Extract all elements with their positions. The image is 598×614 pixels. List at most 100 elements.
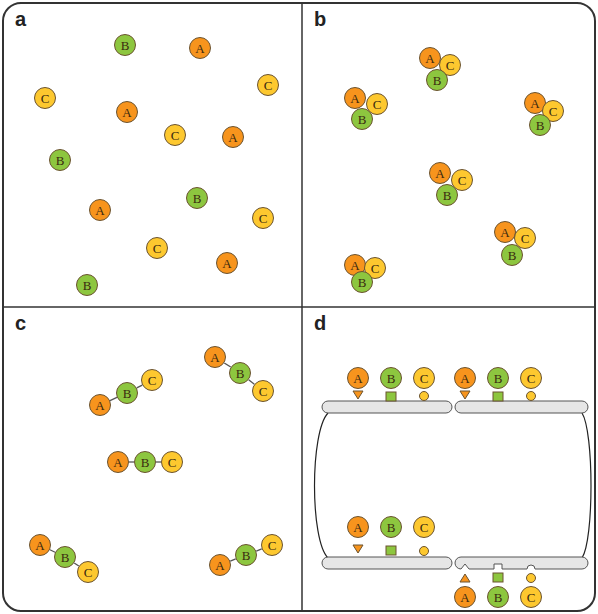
protein-circle: A xyxy=(494,221,516,243)
bond-line xyxy=(50,550,55,552)
protein-letter: B xyxy=(536,119,545,132)
figure-panel: cABCABCABCABCABC xyxy=(3,307,302,611)
protein-letter: A xyxy=(215,559,224,572)
protein-letter: A xyxy=(35,539,44,552)
protein-circle: A xyxy=(107,451,129,473)
protein-circle: A xyxy=(204,346,226,368)
protein-circle: C xyxy=(146,237,168,259)
protein-letter: A xyxy=(195,42,204,55)
bond-line xyxy=(129,461,134,462)
bond-line xyxy=(230,559,235,561)
protein-circle: B xyxy=(54,546,76,568)
protein-letter: A xyxy=(530,97,539,110)
square-receptor xyxy=(386,392,396,401)
protein-circle: B xyxy=(501,244,523,266)
bond-line xyxy=(137,385,142,388)
protein-letter: C xyxy=(268,539,277,552)
protein-circle: A xyxy=(454,586,476,608)
protein-letter: C xyxy=(41,92,50,105)
triangle-ligand xyxy=(460,574,470,582)
protein-letter: C xyxy=(153,242,162,255)
figure-panel: dABCABCABCABC xyxy=(302,307,595,611)
square-ligand xyxy=(493,573,503,582)
protein-letter: B xyxy=(443,189,452,202)
protein-letter: A xyxy=(95,204,104,217)
protein-circle: A xyxy=(189,37,211,59)
protein-letter: C xyxy=(458,174,467,187)
protein-circle: C xyxy=(252,380,274,402)
protein-circle: C xyxy=(413,367,435,389)
protein-circle: A xyxy=(29,534,51,556)
protein-letter: A xyxy=(95,399,104,412)
protein-letter: C xyxy=(420,521,429,534)
notched-membrane-band xyxy=(455,557,588,569)
protein-letter: A xyxy=(350,92,359,105)
bond-line xyxy=(110,397,117,400)
membrane-band xyxy=(322,557,452,569)
protein-circle: A xyxy=(347,367,369,389)
protein-letter: B xyxy=(387,372,396,385)
protein-letter: B xyxy=(61,551,70,564)
protein-letter: C xyxy=(371,262,380,275)
protein-circle: B xyxy=(351,271,373,293)
protein-circle: C xyxy=(77,561,99,583)
receptor-markers xyxy=(353,391,536,583)
protein-letter: B xyxy=(193,192,202,205)
protein-letter: C xyxy=(549,105,558,118)
protein-letter: C xyxy=(168,456,177,469)
protein-letter: A xyxy=(353,521,362,534)
protein-circle: B xyxy=(380,367,402,389)
protein-circle: A xyxy=(116,101,138,123)
triangle-receptor xyxy=(353,545,363,553)
protein-circle: B xyxy=(76,274,98,296)
protein-letter: B xyxy=(83,279,92,292)
protein-letter: B xyxy=(236,367,245,380)
protein-circle: A xyxy=(429,162,451,184)
protein-letter: C xyxy=(171,129,180,142)
protein-circle: B xyxy=(114,34,136,56)
protein-circle: B xyxy=(487,586,509,608)
protein-letter: B xyxy=(141,456,150,469)
square-receptor xyxy=(386,546,396,555)
cell-membrane xyxy=(315,401,592,569)
protein-circle: C xyxy=(261,534,283,556)
protein-letter: C xyxy=(521,232,530,245)
protein-letter: A xyxy=(460,372,469,385)
protein-letter: B xyxy=(358,113,367,126)
protein-circle: A xyxy=(344,87,366,109)
panel-divider xyxy=(3,306,595,308)
protein-circle: B xyxy=(351,108,373,130)
protein-letter: C xyxy=(420,372,429,385)
protein-circle: B xyxy=(426,69,448,91)
protein-letter: A xyxy=(210,351,219,364)
protein-circle: B xyxy=(487,367,509,389)
protein-circle: A xyxy=(89,394,111,416)
protein-letter: C xyxy=(264,79,273,92)
protein-letter: A xyxy=(425,52,434,65)
figure-panel: bACBACBACBACBACBACB xyxy=(302,3,595,307)
circle-receptor xyxy=(420,392,429,401)
bond-line xyxy=(74,563,79,566)
protein-circle: C xyxy=(164,124,186,146)
protein-letter: C xyxy=(527,372,536,385)
protein-circle: C xyxy=(520,367,542,389)
protein-circle: C xyxy=(252,207,274,229)
protein-letter: A xyxy=(350,259,359,272)
panel-letter: d xyxy=(314,313,326,333)
bond-line xyxy=(256,549,261,551)
protein-circle: B xyxy=(49,149,71,171)
protein-letter: C xyxy=(259,385,268,398)
circle-receptor xyxy=(527,392,536,401)
panel-letter: b xyxy=(314,9,326,29)
panel-letter: a xyxy=(15,9,26,29)
figure-panel: aBACCACABBACCAB xyxy=(3,3,302,307)
protein-letter: B xyxy=(433,74,442,87)
protein-letter: B xyxy=(387,521,396,534)
protein-letter: B xyxy=(508,249,517,262)
protein-letter: B xyxy=(121,39,130,52)
protein-letter: B xyxy=(358,276,367,289)
membrane-curve xyxy=(315,413,329,558)
